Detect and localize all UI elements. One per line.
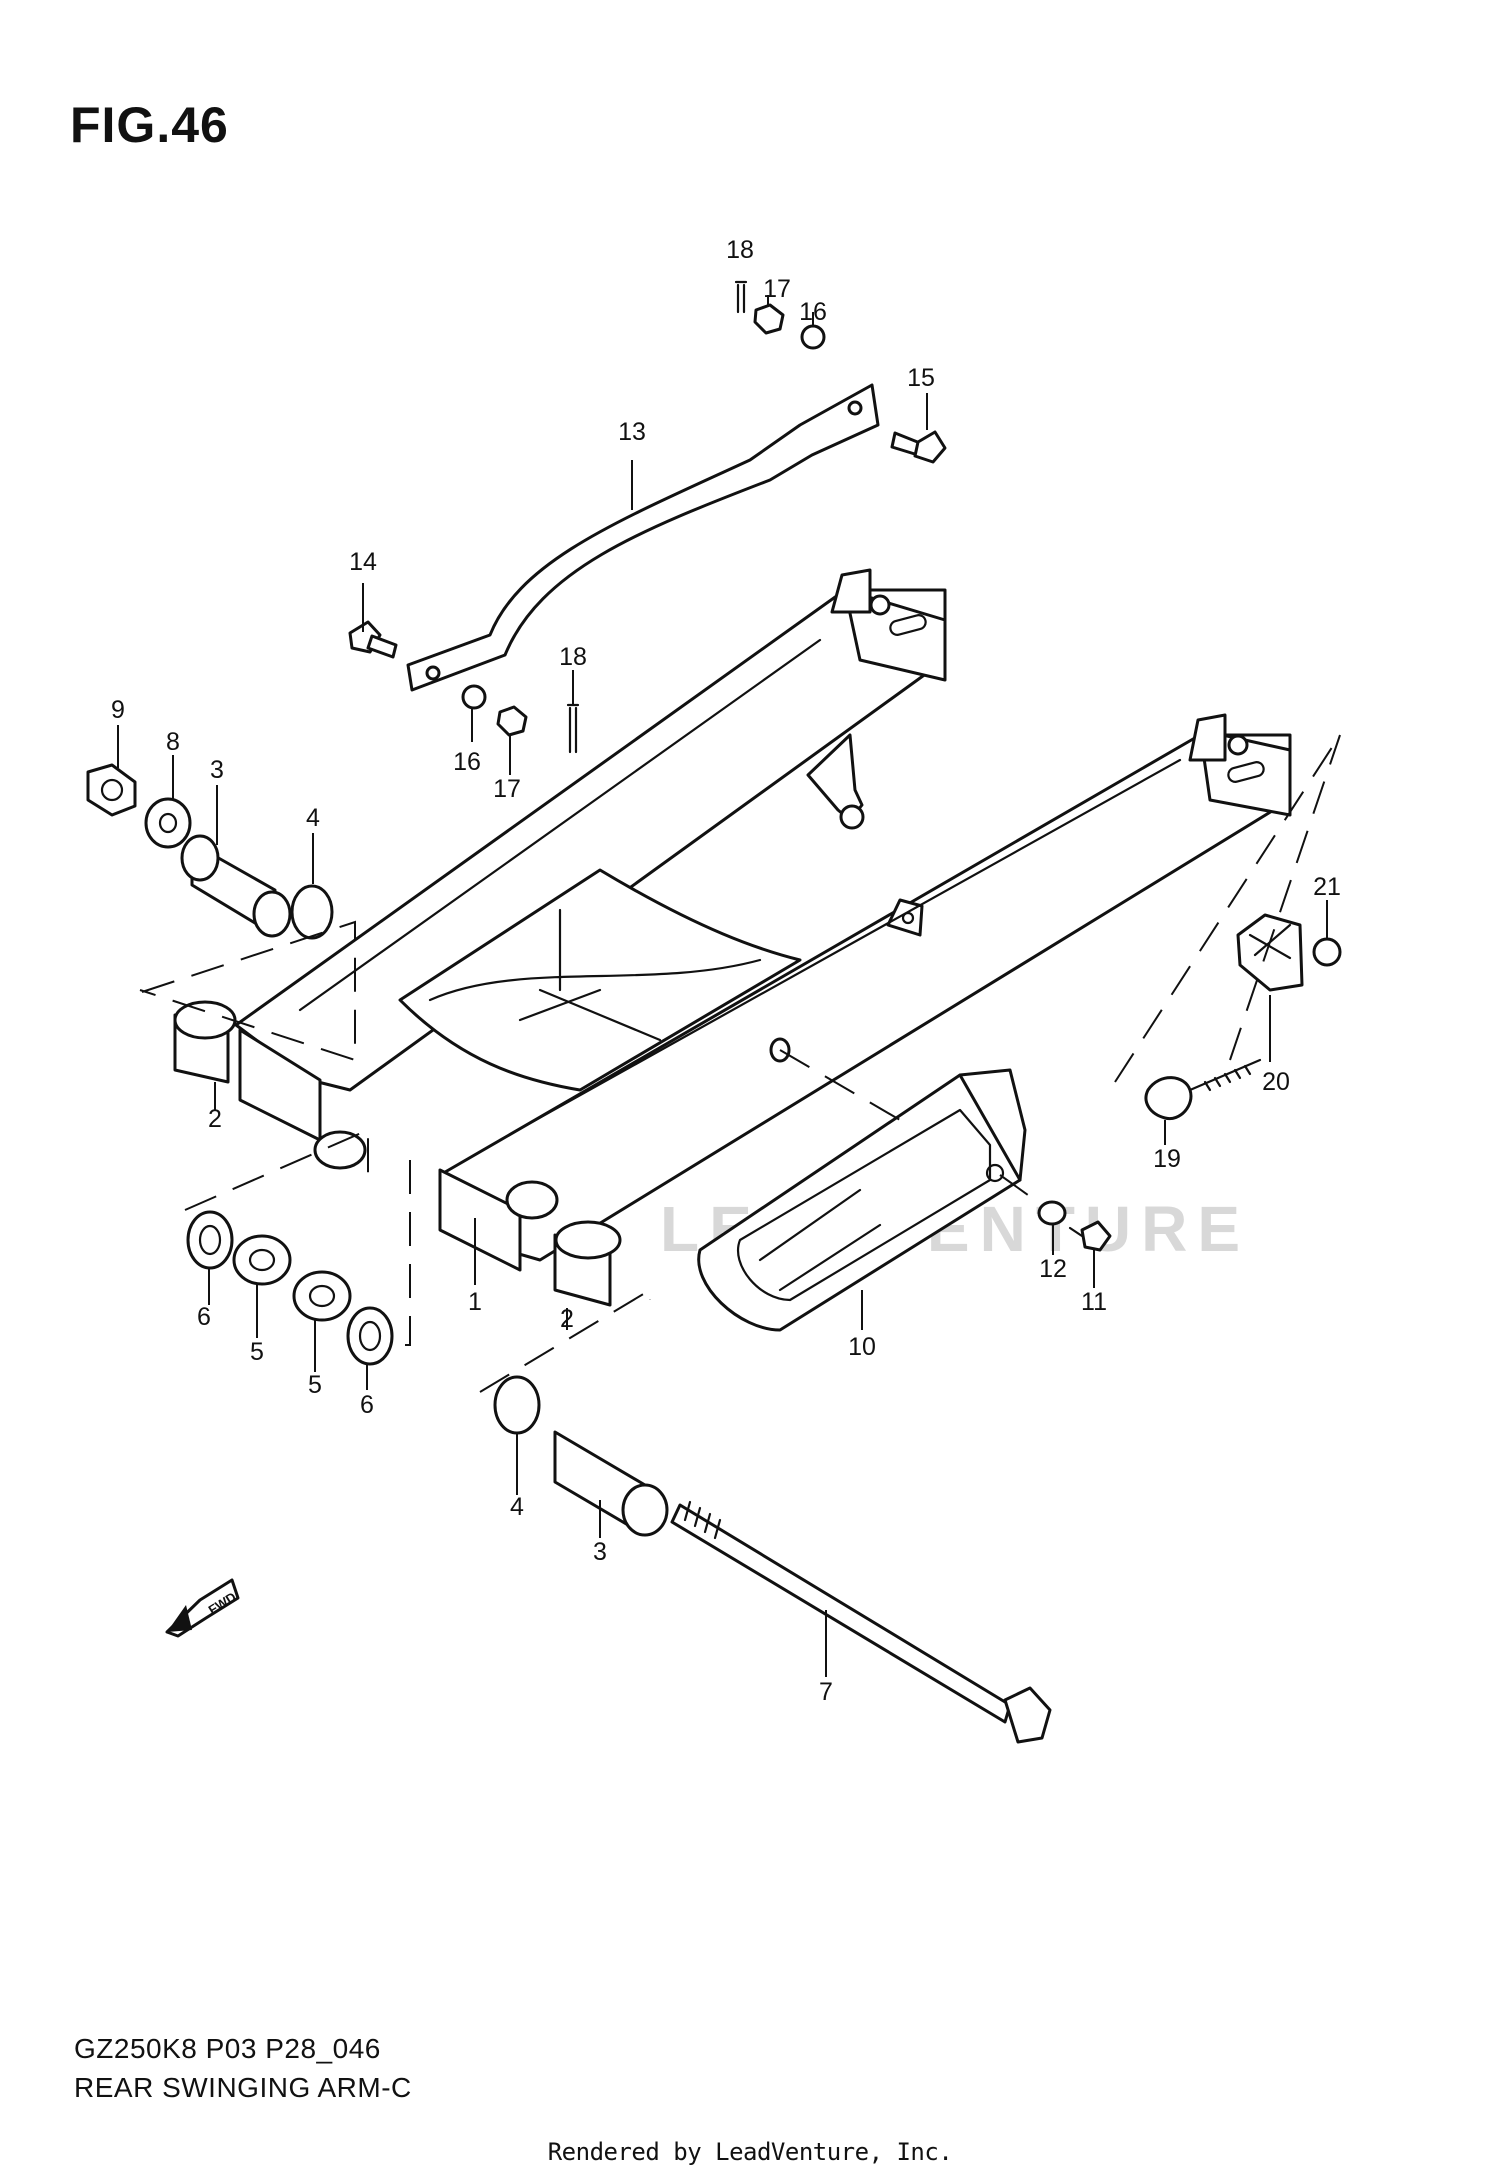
callout-17-bottom: 17 [493,775,521,803]
callout-6-left: 6 [197,1303,211,1331]
chain-adjuster[interactable] [1144,913,1342,1121]
washer-4-top[interactable] [290,884,334,940]
pivot-sleeve-3-top[interactable] [180,834,292,938]
callout-2-left: 2 [208,1105,222,1133]
washer-6-left[interactable] [186,1210,234,1270]
callout-labels: 1 2 2 3 3 4 4 5 5 6 6 7 8 9 10 11 12 13 … [111,236,1341,1706]
cotter-pin-18-bottom[interactable] [566,703,580,754]
bolt-11[interactable] [1068,1220,1112,1252]
callout-20: 20 [1262,1068,1290,1096]
washer-8[interactable] [144,797,192,849]
forward-arrow-icon: FWD [165,1578,240,1638]
collar-12[interactable] [1037,1200,1067,1226]
swing-arm[interactable] [234,568,1292,1272]
render-credit: Rendered by LeadVenture, Inc. [547,2138,953,2166]
torque-arm[interactable] [406,383,880,692]
callout-4-top: 4 [306,804,320,832]
callout-21: 21 [1313,873,1341,901]
callout-9: 9 [111,696,125,724]
leader-lines [117,295,1328,1677]
callout-2-right: 2 [560,1305,574,1333]
bearing-2-right[interactable] [553,1220,622,1307]
callout-6-right: 6 [360,1391,374,1419]
washer-4-bottom[interactable] [493,1375,541,1435]
diagram-name: REAR SWINGING ARM-C [74,2072,412,2103]
pivot-sleeve-3-bottom[interactable] [553,1430,669,1537]
washer-16-bottom[interactable] [461,684,487,710]
nut-9[interactable] [86,763,137,817]
nut-17-top[interactable] [753,303,785,335]
callout-3-bottom: 3 [593,1538,607,1566]
callout-5-lower: 5 [308,1371,322,1399]
callout-16-bottom: 16 [453,748,481,776]
callout-18-bottom: 18 [559,643,587,671]
bolt-15[interactable] [890,430,947,464]
pivot-bolt-7[interactable] [670,1500,1052,1744]
callout-8: 8 [166,728,180,756]
callout-1: 1 [468,1288,482,1316]
callout-18-top: 18 [726,236,754,264]
callout-19: 19 [1153,1145,1181,1173]
diagram-code: GZ250K8 P03 P28_046 [74,2033,381,2064]
bolt-14[interactable] [348,620,398,659]
callout-16-top: 16 [799,298,827,326]
callout-13: 13 [618,418,646,446]
bushing-5-lower[interactable] [292,1270,352,1322]
callout-11: 11 [1081,1288,1107,1316]
bearing-2-left[interactable] [173,1000,237,1084]
callout-7: 7 [819,1678,833,1706]
callout-3-top: 3 [210,756,224,784]
callout-14: 14 [349,548,377,576]
callout-5-upper: 5 [250,1338,264,1366]
bushing-5-upper[interactable] [232,1234,292,1286]
nut-17-bottom[interactable] [496,705,528,737]
washer-16-top[interactable] [800,324,826,350]
assembly-lines [139,734,1341,1393]
washer-6-right[interactable] [346,1306,394,1366]
chain-case[interactable] [697,1068,1027,1332]
figure-title: FIG.46 [70,97,229,153]
cotter-pin-18-top[interactable] [734,280,748,314]
callout-15: 15 [907,364,935,392]
callout-10: 10 [848,1333,876,1361]
callout-17-top: 17 [763,275,791,303]
callout-4-bottom: 4 [510,1493,524,1521]
callout-12: 12 [1039,1255,1067,1283]
